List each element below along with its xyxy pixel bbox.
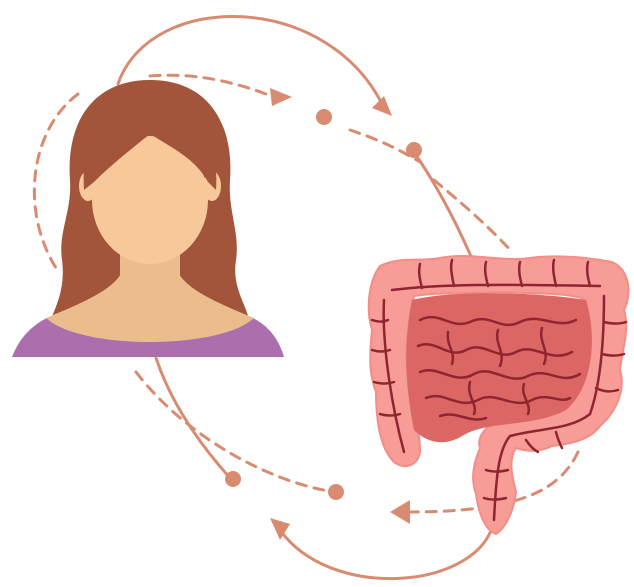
dot-icon bbox=[316, 109, 332, 125]
intestines-icon bbox=[369, 256, 629, 534]
arrowhead-icon bbox=[372, 96, 392, 116]
dot-icon bbox=[406, 142, 422, 158]
arrowhead-icon bbox=[270, 88, 292, 106]
dot-icon bbox=[225, 471, 241, 487]
dot-icon bbox=[328, 484, 344, 500]
right-connector bbox=[414, 152, 476, 268]
arrowhead-icon bbox=[390, 500, 410, 524]
left-solid-connector bbox=[156, 358, 230, 478]
right-dashed-connector bbox=[434, 180, 512, 252]
outer-bottom-arrow bbox=[280, 528, 492, 579]
